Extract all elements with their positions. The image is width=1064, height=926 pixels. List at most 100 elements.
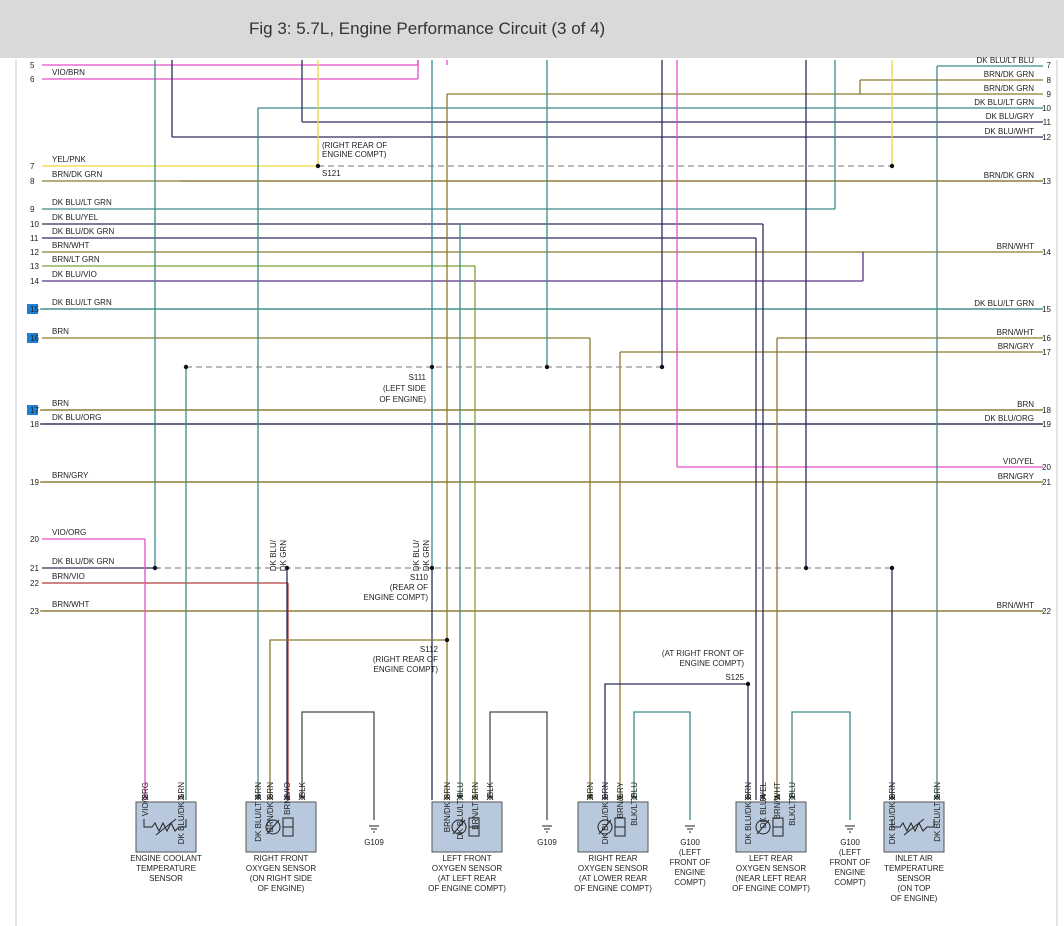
thermistor-symbol: [891, 819, 935, 833]
left-pin-number: 7: [30, 162, 35, 171]
right-wire-label: BRN/GRY: [998, 342, 1035, 351]
ground-g100-label: (LEFT: [679, 848, 701, 857]
left-wire-label: BRN/DK GRN: [52, 170, 102, 179]
right-wire-label: BRN/WHT: [997, 328, 1034, 337]
wire: [604, 683, 748, 800]
pin-number: 4: [456, 793, 465, 798]
left-wire-label: DK BLU/ORG: [52, 413, 101, 422]
pin-wire-label: BRN/LT GRN: [471, 782, 480, 830]
ground-g100-label: (LEFT: [839, 848, 861, 857]
left-wire-label: DK BLU/VIO: [52, 270, 97, 279]
left-wire-label: BRN: [52, 327, 69, 336]
right-pin-number: 17: [1042, 348, 1051, 357]
heater-symbol: [265, 819, 281, 835]
ect-name-label: ENGINE COOLANT: [130, 854, 202, 863]
ground-g100-label: G100: [840, 838, 860, 847]
pin-number: 3: [601, 793, 610, 798]
right-pin-number: 18: [1042, 406, 1051, 415]
pin-number: 1: [471, 793, 480, 798]
left-pin-number: 20: [30, 535, 39, 544]
left-pin-number: 10: [30, 220, 39, 229]
splice-dot: [745, 681, 751, 687]
pin-highlight: [27, 304, 38, 314]
pin-wire-label: DK BLU/DK GRN: [744, 782, 753, 844]
pin-number: 3: [266, 793, 275, 798]
pin-number: 3: [443, 793, 452, 798]
lfo2-name-label: LEFT FRONT: [442, 854, 491, 863]
rro2-name-label: OXYGEN SENSOR: [578, 864, 648, 873]
right-wire-label: DK BLU/WHT: [985, 127, 1034, 136]
pin-number: 2: [630, 793, 639, 798]
pin-number: 1: [773, 793, 782, 798]
pin-wire-label: DK BLU/LT GRN: [933, 782, 942, 842]
right-wire-label: DK BLU/LT GRN: [974, 98, 1034, 107]
wire: [633, 711, 691, 820]
pin-arrow: [630, 795, 638, 801]
pin-arrow: [266, 795, 274, 801]
pin-arrow: [888, 795, 896, 801]
iat-name-label: SENSOR: [897, 874, 931, 883]
heater-symbol: [597, 819, 613, 835]
pin-number: 2: [298, 793, 307, 798]
left-wire-label: DK BLU/LT GRN: [52, 198, 112, 207]
lfo2-sensor-body: [431, 801, 503, 853]
pin-number: 2: [888, 793, 897, 798]
variable-resistor-arrow: [452, 819, 466, 835]
rro2-name-label: RIGHT REAR: [588, 854, 637, 863]
pin-arrow: [759, 795, 767, 801]
pin-arrow: [486, 795, 494, 801]
variable-resistor-arrow: [598, 819, 612, 835]
thermistor-arrow: [155, 818, 177, 836]
splice-s110-label: ENGINE COMPT): [364, 593, 429, 602]
variable-resistor-arrow: [756, 819, 770, 835]
right-pin-number: 12: [1042, 133, 1051, 142]
iat-name-label: (ON TOP: [897, 884, 930, 893]
lro2-sensor-body: [735, 801, 807, 853]
right-wire-label: BRN/DK GRN: [984, 84, 1034, 93]
pin-number: 4: [254, 793, 263, 798]
ground-g100-label: COMPT): [674, 878, 706, 887]
splice-s110-label: S110: [410, 573, 429, 582]
pin-wire-label: DK BLU/LT BLU: [456, 782, 465, 840]
splice-dot: [284, 565, 290, 571]
ect-name-label: SENSOR: [149, 874, 183, 883]
left-wire-label: BRN/GRY: [52, 471, 89, 480]
pin-arrow: [788, 795, 796, 801]
wire: [791, 711, 851, 820]
left-pin-number: 9: [30, 205, 35, 214]
left-wire-label: DK BLU/DK GRN: [52, 557, 114, 566]
ground-g100-label: G100: [680, 838, 700, 847]
left-pin-number: 14: [30, 277, 39, 286]
pin-number: 1: [933, 793, 942, 798]
pin-wire-label: BRN: [586, 782, 595, 799]
splice-dot: [429, 565, 435, 571]
right-pin-number: 14: [1042, 248, 1051, 257]
pin-wire-label: BRN/DK GRN: [266, 782, 275, 832]
pin-number: 3: [744, 793, 753, 798]
heater-symbol: [755, 819, 771, 835]
vertical-wire-label: DK GRN: [422, 540, 431, 571]
left-wire-label: YEL/PNK: [52, 155, 86, 164]
right-wire-label: DK BLU/ORG: [985, 414, 1034, 423]
wire: [301, 711, 375, 820]
left-pin-number: 5: [30, 61, 35, 70]
vertical-wire-label: DK BLU/: [269, 539, 278, 571]
pin-arrow: [443, 795, 451, 801]
splice-s121-label: (RIGHT REAR OF: [322, 141, 387, 150]
right-wire-label: BRN/WHT: [997, 242, 1034, 251]
pin-number: 2: [486, 793, 495, 798]
left-pin-number: 11: [30, 234, 39, 243]
pin-wire-label: BLK: [486, 781, 495, 797]
pin-number: 1: [177, 793, 186, 798]
thermistor-arrow: [903, 818, 925, 836]
right-pin-number: 22: [1042, 607, 1051, 616]
ground-g100-label: ENGINE: [675, 868, 706, 877]
lfo2-name-label: OF ENGINE COMPT): [428, 884, 506, 893]
ground-g100-label: COMPT): [834, 878, 866, 887]
lro2-name-label: OF ENGINE COMPT): [732, 884, 810, 893]
left-wire-label: BRN/WHT: [52, 600, 89, 609]
rro2-name-label: (AT LOWER REAR: [579, 874, 647, 883]
splice-s112-label: S112: [420, 645, 439, 654]
splice-dot: [444, 637, 450, 643]
pin-arrow: [744, 795, 752, 801]
